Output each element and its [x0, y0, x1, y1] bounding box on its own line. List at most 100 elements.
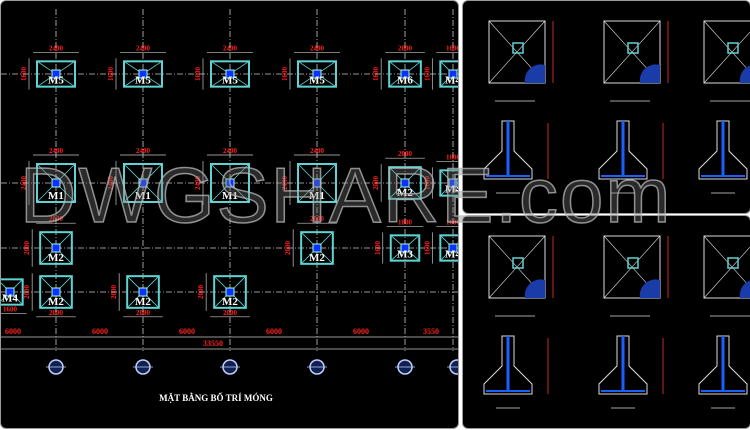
- column-icon: [138, 287, 148, 297]
- footing-outline: [439, 234, 458, 262]
- footing-outline: [36, 163, 76, 203]
- footing-outline: [439, 169, 458, 197]
- width-dimension: 2000: [223, 309, 238, 317]
- height-dimension: 2400: [20, 176, 28, 191]
- footing-details-drawing-bottom: [483, 235, 750, 409]
- detail-section-fill: [524, 64, 545, 83]
- footing-outline: [297, 163, 337, 203]
- span-dimension: 6000: [179, 327, 195, 336]
- footing-m4: M416001600: [423, 153, 458, 199]
- height-dimension: 1600: [374, 241, 382, 256]
- detail-column: [512, 257, 524, 269]
- detail-section-fill: [739, 65, 750, 83]
- footing-m2: M2 2000 2000: [284, 215, 337, 267]
- height-dimension: 2000: [197, 285, 205, 300]
- height-dimension: 2000: [284, 241, 292, 256]
- footing-section-detail: [698, 335, 748, 409]
- width-dimension: 2400: [136, 44, 151, 52]
- height-dimension: 1600: [20, 67, 28, 82]
- footing-section-detail: [483, 335, 549, 409]
- column-icon: [51, 243, 61, 253]
- footing-outline: [388, 166, 422, 200]
- footing-details-panel-bottom: [462, 215, 750, 429]
- footing-outline: [126, 275, 160, 309]
- width-dimension: 2400: [310, 147, 325, 155]
- column-icon: [51, 287, 61, 297]
- footing-outline: [123, 163, 163, 203]
- width-dimension: 2400: [136, 147, 151, 155]
- footing-label: M4: [2, 293, 18, 305]
- height-dimension: 1600: [194, 67, 202, 82]
- section-outline: [483, 335, 533, 395]
- section-outline: [598, 335, 648, 395]
- footing-label: M4: [445, 75, 458, 87]
- column-icon: [225, 287, 235, 297]
- detail-column: [627, 42, 639, 54]
- detail-outline: [603, 235, 661, 299]
- height-dimension: 1600: [107, 67, 115, 82]
- detail-column: [627, 257, 639, 269]
- span-dimension: 3550: [423, 327, 439, 336]
- column-icon: [448, 243, 458, 253]
- footing-label: M5: [222, 75, 238, 87]
- footing-label: M2: [48, 252, 64, 264]
- column-icon: [448, 178, 458, 188]
- grid-bubble: [220, 359, 240, 375]
- detail-diagonal: [488, 20, 546, 84]
- footing-label: M4: [445, 249, 458, 261]
- detail-diagonal: [603, 235, 661, 299]
- width-dimension: 2000: [398, 44, 413, 52]
- height-dimension: 2000: [372, 176, 380, 191]
- width-dimension: 1600: [446, 153, 458, 161]
- column-icon: [400, 69, 410, 79]
- width-dimension: 2000: [398, 150, 413, 158]
- grid-bubble: [395, 359, 415, 375]
- detail-section-fill: [639, 279, 660, 298]
- width-dimension: 2000: [310, 215, 325, 223]
- grid-bubble: [133, 359, 153, 375]
- footing-outline: [388, 60, 422, 88]
- footing-m4: M416001600: [423, 44, 458, 90]
- footing-outline: [39, 231, 73, 265]
- width-dimension: 1600: [446, 218, 458, 226]
- height-dimension: 2000: [23, 241, 31, 256]
- detail-diagonal: [703, 246, 750, 299]
- footing-label: M5: [48, 75, 64, 87]
- footing-section-detail: [598, 120, 664, 194]
- height-dimension: 2400: [107, 176, 115, 191]
- footing-m4: M416001600: [423, 218, 458, 264]
- detail-section-fill: [524, 279, 545, 298]
- footing-label: M2: [222, 296, 238, 308]
- footing-outline: [210, 60, 250, 88]
- width-dimension: 2000: [49, 309, 64, 317]
- footing-m4: M416001600: [1, 278, 27, 315]
- footing-section-detail: [483, 120, 549, 194]
- detail-section-fill: [739, 280, 750, 298]
- column-icon: [138, 69, 148, 79]
- column-icon: [312, 243, 322, 253]
- footing-label: M2: [309, 252, 325, 264]
- footing-label: M3: [397, 249, 413, 261]
- footing-label: M5: [309, 75, 325, 87]
- width-dimension: 2400: [223, 147, 238, 155]
- span-dimension: 6000: [353, 327, 369, 336]
- footing-outline: [297, 60, 337, 88]
- footing-plan-detail: [488, 20, 554, 102]
- height-dimension: 2000: [110, 285, 118, 300]
- height-dimension: 1600: [372, 67, 380, 82]
- section-outline: [698, 120, 748, 180]
- column-icon: [138, 178, 148, 188]
- footing-outline: [36, 60, 76, 88]
- grid-bubble: [307, 359, 327, 375]
- detail-outline: [703, 20, 750, 84]
